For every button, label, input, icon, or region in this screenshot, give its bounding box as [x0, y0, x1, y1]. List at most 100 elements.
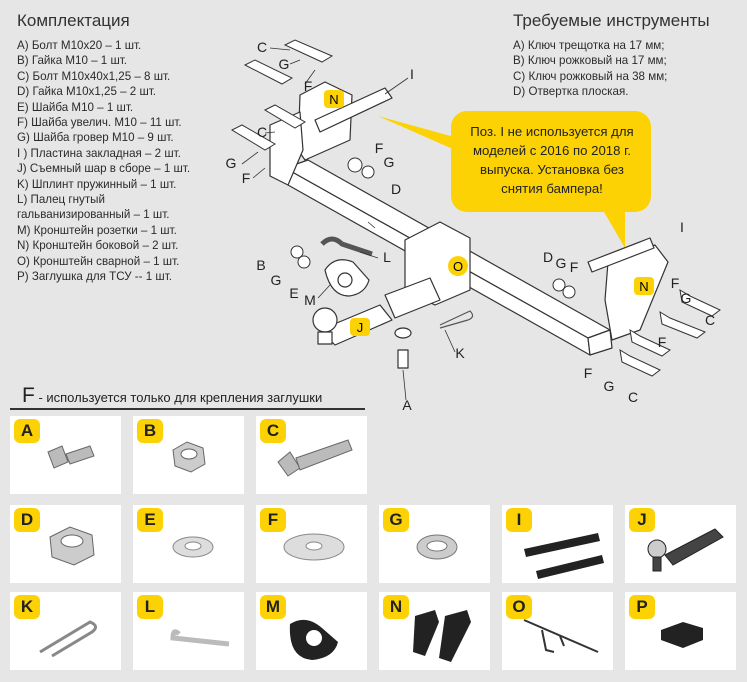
diagram-label: I [680, 219, 684, 235]
diagram-label: F [584, 365, 593, 381]
diagram-label: C [705, 312, 715, 328]
part-tile-b: B [133, 416, 244, 494]
kit-item: G) Шайба гровер М10 – 9 шт. [17, 131, 174, 145]
washer-a [394, 327, 412, 339]
tool-item: A) Ключ трещотка на 17 мм; [513, 39, 665, 52]
washer-large-icon [283, 533, 345, 561]
bolt-long-icon [277, 439, 353, 477]
note-underline [10, 408, 365, 410]
badge-n-right [634, 277, 654, 295]
kit-item: A) Болт М10х20 – 1 шт. [17, 39, 142, 52]
spring-pin-icon [39, 620, 97, 658]
diagram-label: C [257, 39, 267, 55]
diagram-label: B [256, 257, 265, 273]
diagram-label: C [628, 389, 638, 405]
part-tile-g: G [379, 505, 490, 583]
socket-hole [337, 272, 353, 288]
kit-item: I ) Пластина закладная – 2 шт. [17, 146, 181, 160]
diagram-label: F [658, 334, 667, 350]
bolt-a [397, 349, 409, 369]
kit-item: гальванизированный – 1 шт. [17, 208, 170, 222]
part-letter: A [14, 419, 40, 443]
usage-note: F - используется только для крепления за… [22, 384, 322, 408]
badge-j [350, 318, 370, 336]
right-bolts [619, 289, 721, 377]
diagram-label: M [304, 292, 316, 308]
towball-icon [647, 528, 724, 572]
part-tile-c: C [256, 416, 367, 494]
kit-item: F) Шайба увелич. М10 – 11 шт. [17, 116, 182, 130]
callout-pointer [600, 205, 625, 248]
tow-ball [312, 307, 338, 333]
kit-title: Комплектация [17, 11, 130, 30]
diagram-label: J [357, 320, 364, 335]
part-tile-d: D [10, 505, 121, 583]
part-letter: J [629, 508, 655, 532]
callout-bubble [451, 111, 651, 212]
diagram-label: F [570, 259, 579, 275]
tool-item: D) Отвертка плоская. [513, 85, 629, 99]
callout-text: Поз. I не используется для моделей с 201… [470, 124, 634, 196]
part-tile-n: N [379, 592, 490, 670]
part-tile-p: P [625, 592, 736, 670]
plates-icon [524, 533, 604, 579]
part-letter: K [14, 595, 40, 619]
crossbar-end [587, 329, 613, 356]
diagram-label: C [257, 124, 267, 140]
plate-right [587, 237, 655, 273]
kit-item: P) Заглушка для ТСУ -- 1 шт. [17, 270, 172, 284]
part-letter: F [260, 508, 286, 532]
diagram-label: N [639, 279, 648, 294]
tool-item: C) Ключ рожковый на 38 мм; [513, 69, 668, 83]
part-tile-o: O [502, 592, 613, 670]
spring-pin [439, 310, 474, 329]
diagram-label: N [329, 92, 338, 107]
diagram-label: O [453, 259, 463, 274]
bolt-short-icon [47, 445, 95, 469]
tools-list: A) Ключ трещотка на 17 мм; B) Ключ рожко… [513, 38, 667, 100]
part-tile-m: M [256, 592, 367, 670]
diagram-label: G [271, 272, 282, 288]
kit-item: B) Гайка М10 – 1 шт. [17, 54, 128, 68]
diagram-label: D [543, 249, 553, 265]
badge-n-left [324, 90, 344, 108]
diagram-label: L [383, 249, 391, 265]
kit-item: K) Шплинт пружинный – 1 шт. [17, 177, 177, 191]
side-brackets-icon [413, 610, 471, 662]
kit-item: E) Шайба М10 – 1 шт. [17, 100, 134, 114]
diagram-label: E [289, 285, 298, 301]
welded-bracket-icon [523, 619, 599, 653]
plug-icon [661, 622, 703, 648]
part-tile-i: I [502, 505, 613, 583]
plate-left [314, 87, 393, 133]
diagram-label: G [604, 378, 615, 394]
part-letter: C [260, 419, 286, 443]
part-letter: N [383, 595, 409, 619]
kit-item: O) Кронштейн сварной – 1 шт. [17, 254, 180, 268]
diagram-label: F [671, 275, 680, 291]
diagram-label: D [391, 181, 401, 197]
part-letter: P [629, 595, 655, 619]
part-tile-e: E [133, 505, 244, 583]
part-tile-a: A [10, 416, 121, 494]
kit-item: M) Кронштейн розетки – 1 шт. [17, 223, 177, 237]
receiver-tube [384, 277, 441, 319]
diagram-label: G [279, 56, 290, 72]
leader-lines [241, 47, 456, 401]
kit-item: D) Гайка М10х1,25 – 2 шт. [17, 85, 157, 99]
diagram-label: G [556, 255, 567, 271]
kit-item: C) Болт М10х40х1,25 – 8 шт. [17, 69, 171, 83]
part-letter: G [383, 508, 409, 532]
tool-item: B) Ключ рожковый на 17 мм; [513, 54, 667, 68]
washer-icon [172, 536, 214, 558]
part-letter: L [137, 595, 163, 619]
diagram-label: G [681, 290, 692, 306]
callout-pointer [378, 116, 458, 150]
part-letter: I [506, 508, 532, 532]
part-tile-l: L [133, 592, 244, 670]
note-letter: F [22, 384, 35, 407]
part-letter: O [506, 595, 532, 619]
spring-washer-icon [416, 534, 458, 560]
socket-bracket-icon [289, 619, 338, 660]
bent-pin-icon [170, 629, 230, 647]
